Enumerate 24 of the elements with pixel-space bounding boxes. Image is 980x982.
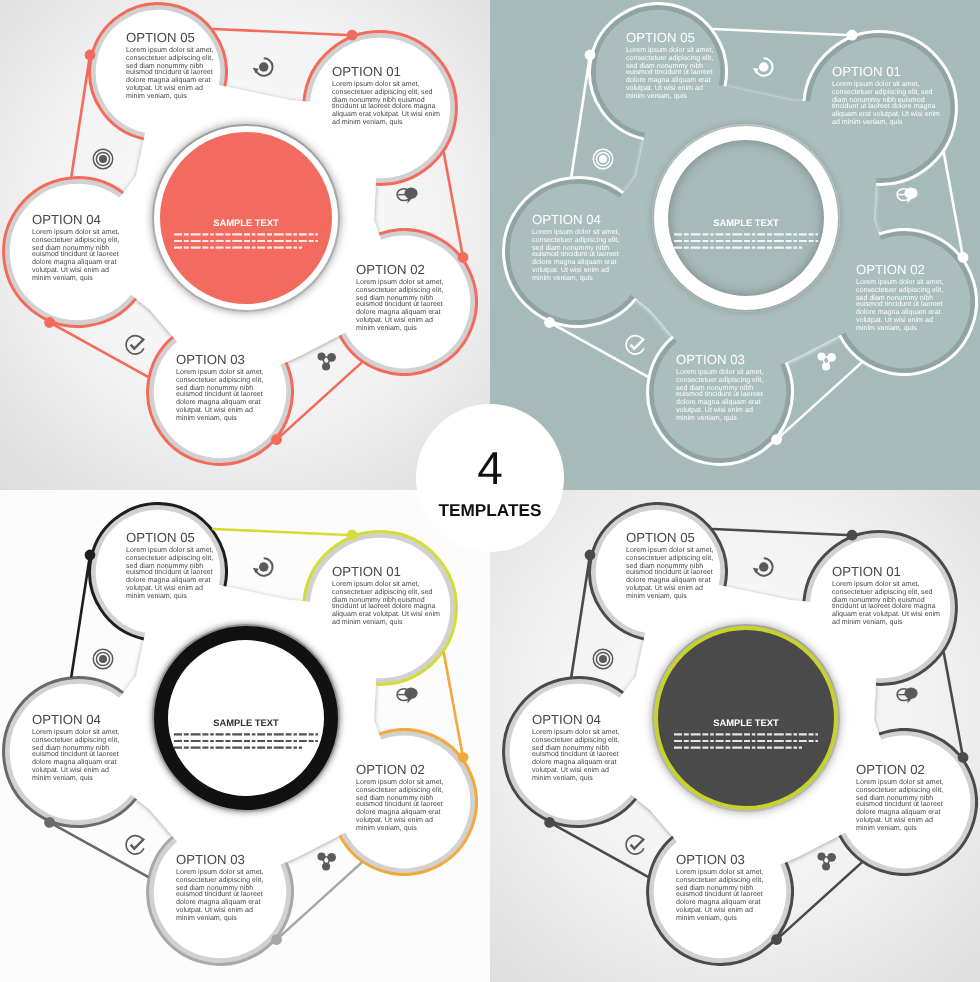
connector-line xyxy=(771,861,863,945)
connector-line xyxy=(271,361,363,445)
connector-line xyxy=(44,317,149,378)
connector-line xyxy=(570,49,596,178)
connector-line xyxy=(544,317,649,378)
connector-line xyxy=(942,151,969,263)
template-count: 4 xyxy=(477,448,503,490)
connector-line xyxy=(442,151,469,263)
connector-line xyxy=(711,527,858,541)
connector-line xyxy=(771,361,863,445)
connector-line xyxy=(271,861,363,945)
connector-line xyxy=(211,27,358,41)
connector-line xyxy=(942,651,969,763)
connector-line xyxy=(570,549,596,678)
connector-line xyxy=(44,817,149,878)
connector-line xyxy=(544,817,649,878)
connector-line xyxy=(442,651,469,763)
option-petal xyxy=(646,818,794,966)
connector-line xyxy=(70,49,96,178)
option-petal xyxy=(146,318,294,466)
connector-line xyxy=(211,527,358,541)
connector-line xyxy=(70,549,96,678)
connector-line xyxy=(711,27,858,41)
badge-label: TEMPLATES xyxy=(438,502,542,520)
